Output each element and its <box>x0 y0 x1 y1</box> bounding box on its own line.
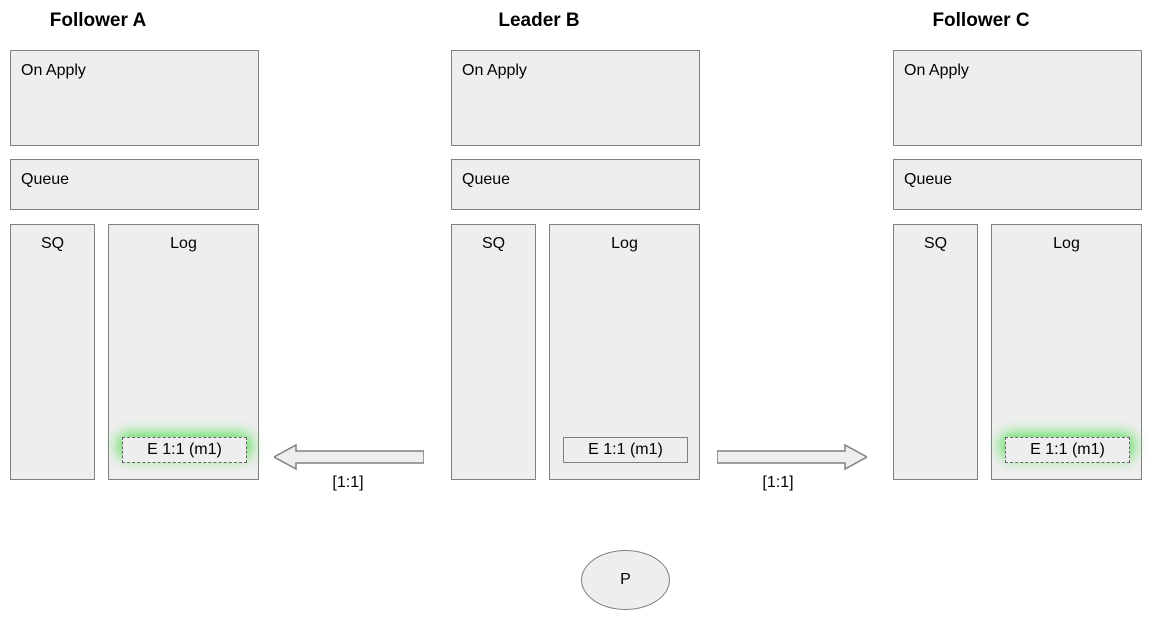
log-label: Log <box>170 235 197 252</box>
column-title-follower-a: Follower A <box>49 10 147 31</box>
queue-label: Queue <box>462 171 511 188</box>
queue-label: Queue <box>904 171 953 188</box>
arrow-leader-to-follower-c[interactable] <box>717 443 867 471</box>
log-entry-follower-a[interactable]: E 1:1 (m1) <box>122 437 247 463</box>
log-label: Log <box>1053 235 1080 252</box>
on-apply-box-follower-a[interactable]: On Apply <box>10 50 259 146</box>
sq-box-follower-c[interactable]: SQ <box>893 224 978 480</box>
sq-box-leader-b[interactable]: SQ <box>451 224 536 480</box>
log-box-leader-b[interactable]: Log E 1:1 (m1) <box>549 224 700 480</box>
on-apply-label: On Apply <box>904 62 969 79</box>
arrow-leader-to-follower-a[interactable] <box>274 443 424 471</box>
log-entry-follower-c[interactable]: E 1:1 (m1) <box>1005 437 1130 463</box>
on-apply-box-leader-b[interactable]: On Apply <box>451 50 700 146</box>
queue-box-leader-b[interactable]: Queue <box>451 159 700 210</box>
sq-label: SQ <box>481 235 506 252</box>
log-entry-leader-b[interactable]: E 1:1 (m1) <box>563 437 688 463</box>
log-label: Log <box>611 235 638 252</box>
on-apply-label: On Apply <box>21 62 86 79</box>
queue-box-follower-a[interactable]: Queue <box>10 159 259 210</box>
queue-box-follower-c[interactable]: Queue <box>893 159 1142 210</box>
on-apply-box-follower-c[interactable]: On Apply <box>893 50 1142 146</box>
arrow-label-leader-to-follower-a: [1:1] <box>332 474 364 491</box>
log-box-follower-c[interactable]: Log E 1:1 (m1) <box>991 224 1142 480</box>
queue-label: Queue <box>21 171 70 188</box>
log-box-follower-a[interactable]: Log E 1:1 (m1) <box>108 224 259 480</box>
sq-label: SQ <box>40 235 65 252</box>
column-title-follower-c: Follower C <box>932 10 1030 31</box>
sq-box-follower-a[interactable]: SQ <box>10 224 95 480</box>
arrow-label-leader-to-follower-c: [1:1] <box>762 474 794 491</box>
column-title-leader-b: Leader B <box>498 10 580 31</box>
on-apply-label: On Apply <box>462 62 527 79</box>
sq-label: SQ <box>923 235 948 252</box>
node-p[interactable]: P <box>581 550 670 610</box>
